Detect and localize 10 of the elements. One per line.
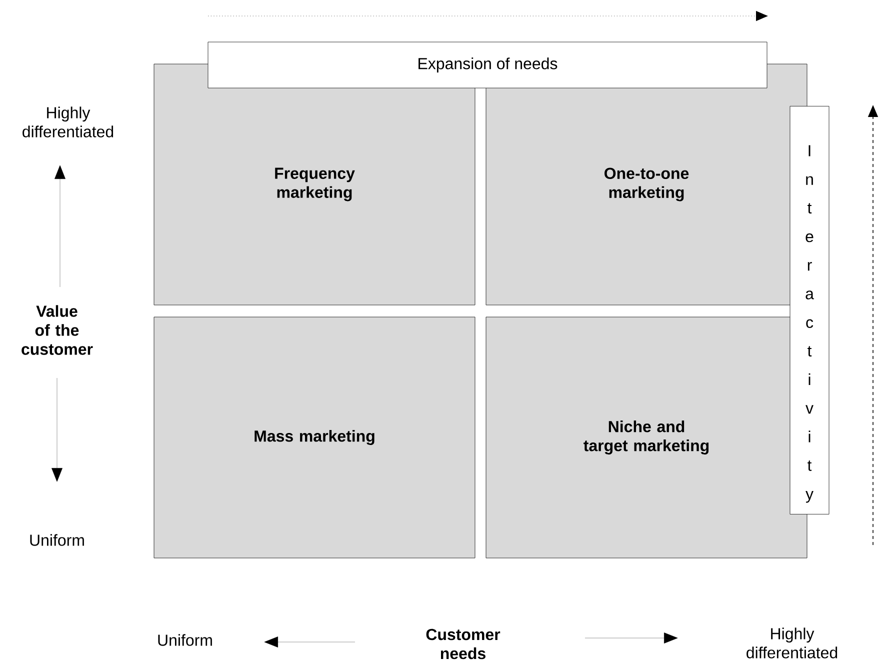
axis-label: Customer needs	[426, 628, 500, 660]
vertical-box	[790, 106, 830, 514]
axis-label: Uniform	[158, 634, 212, 646]
axis-label: Highly differentiated	[746, 628, 838, 658]
axis-label: Value of the customer	[22, 305, 93, 355]
quadrant-box: Mass marketing	[154, 316, 476, 558]
axis-label: Uniform	[30, 534, 84, 546]
node-label: Interactivity	[806, 145, 814, 503]
banner-box: Expansion of needs	[208, 42, 768, 88]
axis-label: Highly differentiated	[22, 106, 114, 138]
